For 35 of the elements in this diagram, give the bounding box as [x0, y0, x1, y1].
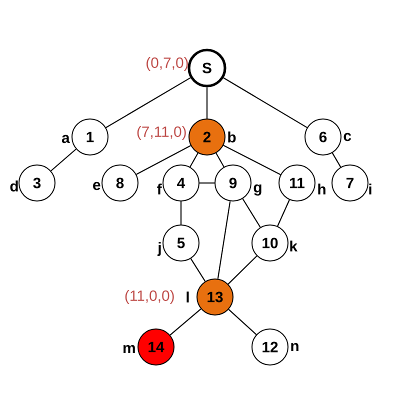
- edge-line: [216, 152, 224, 168]
- node-letter: j: [157, 242, 161, 256]
- edge-line: [332, 152, 342, 168]
- edge-line: [180, 202, 182, 224]
- node-letter: b: [228, 132, 236, 142]
- node-letter: l: [186, 292, 189, 302]
- node-letter: i: [369, 184, 372, 194]
- edge-line: [223, 77, 308, 128]
- node-letter: d: [10, 180, 18, 192]
- node-letter: c: [344, 132, 352, 142]
- edge-line: [136, 145, 191, 175]
- edge-line: [228, 256, 258, 284]
- node-letter: h: [318, 184, 326, 194]
- edge-line: [106, 77, 191, 128]
- edge-line: [206, 87, 208, 118]
- node-letter: f: [157, 184, 162, 194]
- state-label: (11,0,0): [125, 290, 174, 304]
- edge-line: [242, 198, 261, 228]
- state-label: (7,11,0): [137, 126, 186, 140]
- edge-line: [50, 148, 76, 172]
- node-letter: n: [291, 342, 298, 352]
- node-letter: e: [93, 182, 100, 190]
- edge-line: [277, 200, 290, 226]
- node-letter: k: [290, 240, 298, 252]
- edge-line: [190, 152, 198, 168]
- state-label: (0,7,0): [146, 57, 188, 71]
- node-letter: a: [62, 134, 70, 144]
- edge-line: [217, 201, 231, 279]
- node-letter: g: [254, 184, 262, 196]
- edge-line: [228, 309, 257, 335]
- edge-line: [223, 144, 281, 176]
- edge-line: [170, 308, 202, 336]
- edge-line: [200, 182, 214, 184]
- node-letter: m: [124, 344, 135, 354]
- edge-line: [190, 258, 206, 282]
